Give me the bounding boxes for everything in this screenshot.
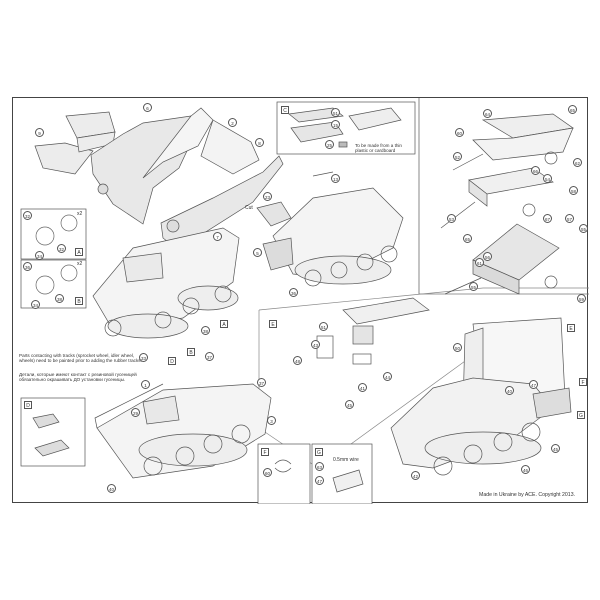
instruction-sheet: 9 6 2 8 C 51 15 25 To be made from a thi… — [12, 97, 589, 504]
part-number-46: 46 — [521, 465, 530, 474]
part-number-36b: 36 — [289, 288, 298, 297]
part-number-44: 44 — [383, 372, 392, 381]
part-number-51: 51 — [331, 108, 340, 117]
part-number-5: 5 — [253, 248, 262, 257]
part-number-56: 56 — [483, 252, 492, 261]
part-number-63: 63 — [315, 462, 324, 471]
multiplier-b: x2 — [77, 261, 83, 267]
part-number-43: 43 — [311, 340, 320, 349]
part-number-25: 25 — [325, 140, 334, 149]
part-number-53: 53 — [447, 214, 456, 223]
part-number-2: 2 — [228, 118, 237, 127]
part-number-62: 62 — [573, 158, 582, 167]
part-number-8: 8 — [255, 138, 264, 147]
part-number-41: 41 — [358, 383, 367, 392]
part-number-33: 33 — [139, 353, 148, 362]
assembly-drawings — [20, 98, 589, 504]
step-marker-b: B — [187, 348, 195, 356]
part-number-66: 66 — [531, 166, 540, 175]
part-number-40b: 40 — [505, 386, 514, 395]
part-number-65: 65 — [568, 105, 577, 114]
multiplier-a: x2 — [77, 211, 83, 217]
part-number-42: 42 — [411, 471, 420, 480]
part-number-51b: 51 — [319, 322, 328, 331]
step-marker-g: G — [577, 411, 585, 419]
part-number-65b: 65 — [463, 234, 472, 243]
part-number-32: 32 — [23, 211, 32, 220]
part-number-60: 60 — [455, 128, 464, 137]
part-number-64: 64 — [483, 109, 492, 118]
part-number-34: 34 — [35, 251, 44, 260]
step-marker-d: D — [168, 357, 176, 365]
part-number-48: 48 — [293, 356, 302, 365]
part-number-58: 58 — [569, 186, 578, 195]
copyright-text: Made in Ukraine by ACE. Copyright 2013. — [479, 492, 576, 498]
inset-marker-b: B — [75, 297, 83, 305]
inset-marker-e: E — [269, 320, 277, 328]
inset-marker-g: G — [315, 448, 323, 456]
inset-marker-f: F — [261, 448, 269, 456]
part-number-34b: 34 — [31, 300, 40, 309]
part-number-37: 37 — [205, 352, 214, 361]
part-number-36: 36 — [23, 262, 32, 271]
painting-note-russian: Детали, которые имеют контакт с резиново… — [19, 372, 137, 383]
part-number-9: 9 — [35, 128, 44, 137]
part-number-50: 50 — [453, 343, 462, 352]
inset-marker-c: C — [281, 106, 289, 114]
part-number-1: 1 — [141, 380, 150, 389]
part-number-61: 61 — [475, 258, 484, 267]
part-number-6: 6 — [143, 103, 152, 112]
part-number-67: 67 — [543, 214, 552, 223]
part-number-57: 57 — [565, 214, 574, 223]
painting-note-english: Parts contacting with tracks (sprocket w… — [19, 353, 142, 364]
part-number-55b: 55 — [469, 282, 478, 291]
part-number-47: 47 — [315, 476, 324, 485]
part-number-40: 40 — [107, 484, 116, 493]
part-number-45: 45 — [345, 400, 354, 409]
part-number-54: 54 — [543, 174, 552, 183]
step-marker-e: E — [567, 324, 575, 332]
part-number-60b: 60 — [263, 468, 272, 477]
inset-c-note: To be made from a thin plastic or cardbo… — [355, 143, 402, 154]
part-number-32b: 32 — [57, 244, 66, 253]
part-number-23: 23 — [263, 192, 272, 201]
part-number-37b: 37 — [257, 378, 266, 387]
inset-marker-a: A — [75, 248, 83, 256]
inset-marker-d: D — [24, 401, 32, 409]
step-marker-a: A — [220, 320, 228, 328]
part-number-13: 13 — [331, 174, 340, 183]
step-marker-f: F — [579, 378, 587, 386]
part-number-47b: 47 — [529, 380, 538, 389]
part-number-38c: 38 — [201, 326, 210, 335]
part-number-3: 3 — [267, 416, 276, 425]
part-number-7: 7 — [213, 232, 222, 241]
part-number-29: 29 — [131, 408, 140, 417]
part-number-52: 52 — [453, 152, 462, 161]
part-number-45b: 45 — [551, 444, 560, 453]
part-number-55: 55 — [579, 224, 588, 233]
wire-label: 0.5mm wire — [333, 457, 359, 463]
part-number-59: 59 — [577, 294, 586, 303]
part-number-38: 38 — [55, 294, 64, 303]
cut-label: Cut — [245, 205, 253, 211]
part-number-15: 15 — [331, 120, 340, 129]
